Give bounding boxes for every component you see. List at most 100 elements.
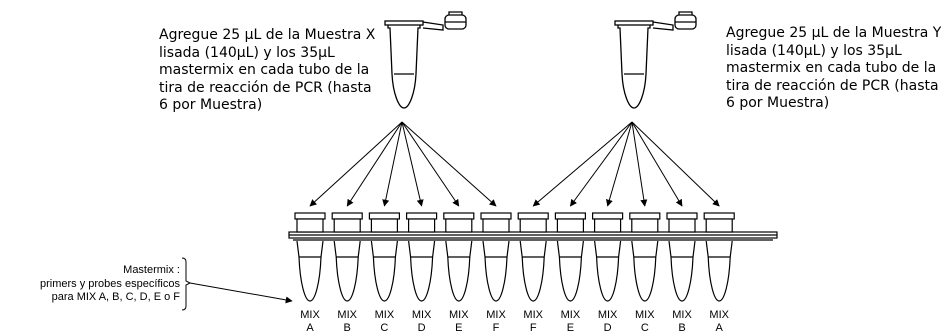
instruction-line: 6 por Muestra) — [726, 95, 830, 111]
instruction-line: Agregue 25 µL de la Muestra X — [159, 27, 376, 43]
dispense-arrow — [346, 121, 403, 207]
tube-body — [296, 240, 324, 302]
pcr-strip-rail — [288, 231, 778, 241]
tube-label-letter: C — [641, 322, 649, 334]
instruction-sample-x: Agregue 25 µL de la Muestra X lisada (14… — [159, 27, 375, 115]
instruction-line: lisada (140µL) y los 35µL — [159, 44, 335, 61]
sample-tube-x — [384, 11, 467, 109]
dispense-arrow — [309, 121, 403, 207]
mastermix-line: para MIX A, B, C, D, E o F — [51, 291, 180, 303]
tube-body — [705, 240, 733, 302]
instruction-sample-y: Agregue 25 µL de la Muestra Y lisada (14… — [726, 25, 941, 113]
tube-cap-body — [705, 218, 733, 233]
sample-tube-y — [614, 11, 697, 109]
tube-label-letter: E — [455, 322, 462, 334]
tube-label-letter: A — [716, 322, 724, 334]
tube-cap-body — [593, 218, 622, 233]
tube-label-mix: MIX — [300, 309, 320, 321]
tube-body — [594, 240, 622, 302]
tube-label-mix: MIX — [375, 309, 395, 321]
tube-label-letter: B — [344, 322, 351, 334]
tube-cap — [666, 212, 698, 220]
mastermix-line: Mastermix : — [123, 264, 180, 276]
tube-cap — [331, 212, 363, 220]
instruction-line: 6 por Muestra) — [159, 97, 263, 113]
tube-cap-body — [631, 218, 659, 233]
tube-cap-body — [333, 218, 361, 233]
tube-cap-body — [370, 218, 398, 233]
dispense-arrow — [401, 121, 460, 207]
instruction-line: tira de reacción de PCR (hasta — [726, 77, 939, 94]
tube-label-letter: B — [678, 322, 685, 334]
tube-cap-body — [445, 218, 473, 233]
instruction-line: mastermix en cada tubo de la — [159, 62, 370, 78]
dispense-arrow — [631, 121, 648, 207]
tube-body — [408, 240, 436, 302]
tube-cap-body — [408, 218, 436, 233]
tube-cap-body — [519, 218, 547, 233]
tube-label-mix: MIX — [709, 309, 729, 321]
mastermix-line: primers y probes específicos — [40, 277, 180, 290]
dispense-arrow — [532, 121, 633, 207]
tube-label-letter: F — [493, 322, 500, 334]
tube-body — [370, 240, 398, 302]
tube-body — [631, 240, 659, 302]
tube-label-mix: MIX — [635, 309, 655, 321]
tube-label-mix: MIX — [561, 309, 581, 321]
tube-body — [519, 240, 547, 302]
tube-cap — [480, 212, 512, 220]
tube-cap-body — [556, 218, 585, 233]
tube-label-letter: D — [604, 322, 612, 334]
tube-label-mix: MIX — [449, 309, 469, 321]
pcr-tube-strip: MIXAMIXBMIXCMIXDMIXEMIXFMIXFMIXEMIXDMIXC… — [294, 212, 735, 334]
tube-cap — [591, 212, 624, 220]
tube-body — [668, 240, 696, 302]
tube-cap — [368, 212, 400, 220]
tube-cap — [629, 212, 661, 220]
tube-label-mix: MIX — [523, 309, 543, 321]
tube-label-letter: D — [418, 322, 426, 334]
dispense-arrow — [401, 121, 424, 207]
dispense-arrow — [605, 121, 633, 207]
dispense-arrow — [382, 121, 403, 207]
tube-label-letter: A — [306, 322, 314, 334]
tube-cap-body — [482, 218, 510, 233]
tube-cap — [406, 212, 438, 220]
tube-label-mix: MIX — [598, 309, 618, 321]
tube-label-mix: MIX — [412, 309, 432, 321]
instruction-line: lisada (140µL) y los 35µL — [726, 42, 902, 59]
tube-cap — [703, 212, 735, 220]
tube-cap — [517, 212, 549, 220]
instruction-line: tira de reacción de PCR (hasta — [159, 79, 372, 96]
dispense-arrow — [569, 121, 633, 207]
mastermix-note: Mastermix : primers y probes específicos… — [40, 264, 180, 305]
tube-label-letter: E — [567, 322, 574, 334]
tube-label-mix: MIX — [672, 309, 692, 321]
dispense-arrow — [401, 121, 497, 207]
dispense-arrow — [631, 121, 683, 207]
tube-body — [333, 240, 361, 302]
mastermix-bracket — [181, 257, 293, 311]
tube-label-mix: MIX — [337, 309, 357, 321]
tube-body — [482, 240, 510, 302]
tube-body — [445, 240, 473, 302]
tube-cap — [443, 212, 475, 220]
dispense-arrows — [309, 121, 720, 207]
tube-body — [556, 240, 584, 302]
instruction-line: Agregue 25 µL de la Muestra Y — [726, 25, 941, 41]
instruction-line: mastermix en cada tubo de la — [726, 60, 937, 76]
dispense-arrow — [631, 121, 720, 207]
